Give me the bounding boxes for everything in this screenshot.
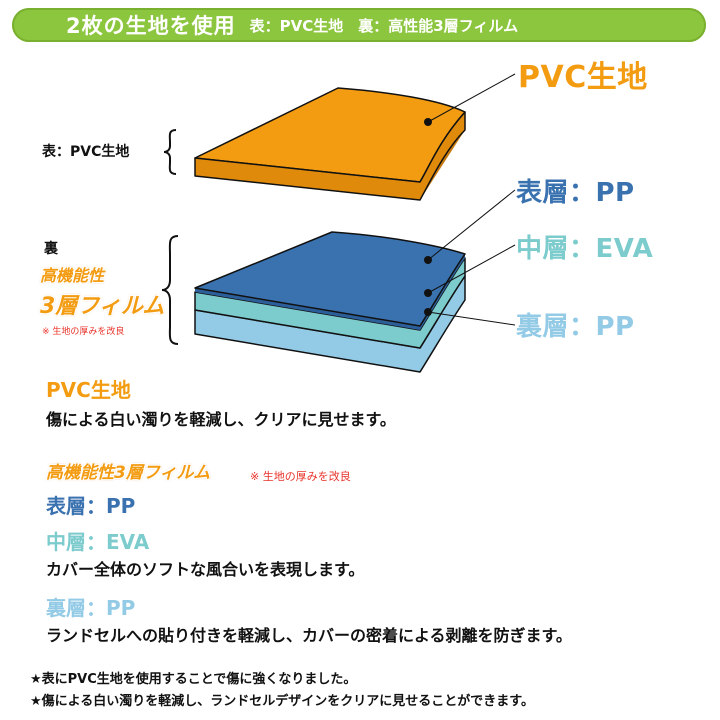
front-brace bbox=[163, 129, 177, 175]
back-brace bbox=[161, 235, 179, 345]
front-label: 表：PVC生地 bbox=[42, 144, 130, 160]
top-layer-side bbox=[195, 254, 465, 330]
pvc-sheet bbox=[194, 87, 466, 201]
film-note: ※ 生地の厚みを改良 bbox=[42, 327, 125, 337]
back-label: 裏 bbox=[44, 241, 58, 257]
bottom-layer-text: ランドセルへの貼り付きを軽減し、カバーの密着による剥離を防ぎます。 bbox=[46, 626, 572, 645]
callout-bottom-layer: 裏層：PP bbox=[516, 312, 635, 342]
mid-layer-title: 中層：EVA bbox=[46, 530, 150, 554]
callout-mid-layer: 中層：EVA bbox=[516, 234, 654, 264]
top-layer-face bbox=[194, 231, 466, 327]
film-section-note: ※ 生地の厚みを改良 bbox=[250, 470, 351, 483]
callout-top-layer: 表層：PP bbox=[516, 178, 635, 208]
bottom-layer-title: 裏層：PP bbox=[46, 596, 136, 620]
mid-layer-text: カバー全体のソフトな風合いを表現します。 bbox=[46, 560, 365, 579]
film-label-line2: 3層フィルム bbox=[40, 294, 165, 319]
banner-subtitle: 表：PVC生地 裏：高性能3層フィルム bbox=[249, 16, 519, 35]
pvc-section-title: PVC生地 bbox=[46, 378, 131, 402]
callout-pvc: PVC生地 bbox=[518, 60, 648, 95]
top-layer-title: 表層：PP bbox=[46, 494, 136, 518]
header-banner: 2枚の生地を使用 表：PVC生地 裏：高性能3層フィルム bbox=[12, 8, 706, 42]
pvc-section-text: 傷による白い濁りを軽減し、クリアに見せます。 bbox=[46, 410, 396, 429]
film-label-line1: 高機能性 bbox=[40, 266, 105, 285]
braces bbox=[161, 129, 179, 345]
footnote-2: ★傷による白い濁りを軽減し、ランドセルデザインをクリアに見せることができます。 bbox=[30, 694, 534, 709]
leader-dots bbox=[424, 118, 432, 316]
footnote-1: ★表にPVC生地を使用することで傷に強くなりました。 bbox=[30, 672, 357, 687]
banner-title: 2枚の生地を使用 bbox=[66, 14, 236, 38]
film-stack bbox=[194, 231, 466, 373]
film-section-title: 高機能性3層フィルム bbox=[46, 463, 211, 483]
leader-lines bbox=[427, 73, 516, 326]
